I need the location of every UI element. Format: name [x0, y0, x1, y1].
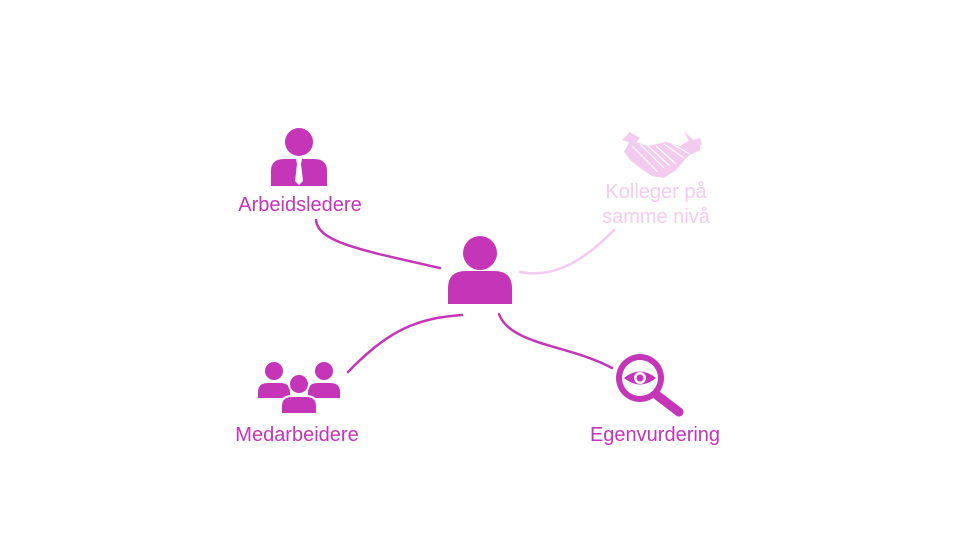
handshake-hatching	[631, 143, 691, 173]
connector-coworkers	[346, 313, 464, 374]
connector-peers	[518, 228, 616, 275]
label-peers-line1: Kolleger på	[605, 181, 707, 203]
handshake-icon	[622, 132, 702, 178]
person-with-tie-icon	[271, 128, 327, 186]
label-coworkers: Medarbeidere	[235, 424, 359, 446]
label-peers-line2: samme nivå	[602, 206, 710, 228]
person-icon	[448, 236, 512, 304]
label-self-assessment: Egenvurdering	[589, 424, 721, 446]
magnifier-eye-icon	[616, 354, 684, 417]
label-managers: Arbeidsledere	[238, 194, 362, 216]
connector-self	[497, 312, 614, 370]
group-of-people-icon	[258, 362, 340, 415]
connector-managers	[314, 218, 442, 270]
